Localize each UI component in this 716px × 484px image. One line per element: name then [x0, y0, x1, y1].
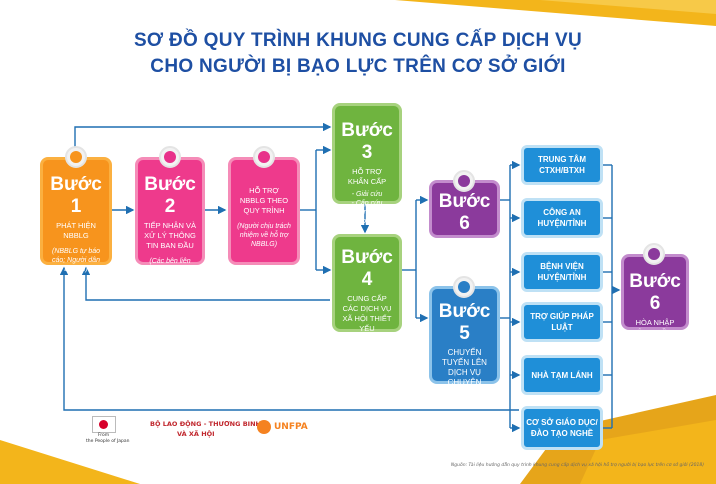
step-3-item-1: - Giải cứu [351, 191, 383, 198]
step-6-right-desc: HÒA NHẬP CỘNG ĐỒNG [631, 318, 679, 337]
title-line-1: SƠ ĐỒ QUY TRÌNH KHUNG CUNG CẤP DỊCH VỤ [133, 30, 583, 51]
step-2-note: (Các bên liên quan; Đường dây nóng) [149, 258, 191, 283]
support-knob-icon [253, 146, 275, 168]
support-box: HỖ TRỢ NBBLG THEO QUY TRÌNH (Người chịu … [228, 157, 300, 265]
step-6-left-label: Bước 6 [438, 191, 491, 234]
step-6-right-label: Bước 6 [629, 271, 681, 314]
step-5-label: Bước 5 [438, 301, 491, 344]
step-6-right-knob-icon [643, 243, 665, 265]
service-hospital: BỆNH VIỆN HUYỆN/TỈNH [521, 252, 603, 292]
step-5-box: Bước 5 CHUYỂN TUYẾN LÊN DỊCH VỤ CHUYÊN B… [429, 286, 500, 397]
unfpa-logo-icon [257, 420, 271, 434]
step-2-label: Bước 2 [144, 174, 196, 217]
step-1-desc: PHÁT HIỆN NBBLG [56, 221, 96, 240]
step-6-left-knob-icon [453, 170, 475, 192]
step-4-desc: CUNG CẤP CÁC DỊCH VỤ XÃ HỘI THIẾT YẾU [342, 294, 392, 333]
step-6-left-desc: HÒA NHẬP CỘNG ĐỒNG [440, 238, 489, 257]
source-note: Nguồn: Tài liệu hướng dẫn quy trình khun… [450, 463, 704, 468]
step-3-item-3: - Nơi trú ẩn an toàn [344, 209, 390, 225]
step-3-label: Bước 3 [341, 120, 393, 163]
step-4-label: Bước 4 [341, 247, 393, 290]
japan-flag-logo [92, 416, 116, 433]
support-note: (Người chịu trách nhiệm về hỗ trợ NBBLG) [237, 223, 291, 248]
step-1-box: Bước 1 PHÁT HIỆN NBBLG (NBBLG tự báo cáo… [40, 157, 112, 273]
step-1-label: Bước 1 [50, 174, 102, 217]
step-1-knob-icon [65, 146, 87, 168]
ministry-name-line-1: BỘ LAO ĐỘNG - THƯƠNG BINH [150, 420, 261, 428]
step-2-box: Bước 2 TIẾP NHẬN VÀ XỬ LÝ THÔNG TIN BAN … [135, 157, 205, 283]
title-line-2: CHO NGƯỜI BỊ BẠO LỰC TRÊN CƠ SỞ GIỚI [150, 56, 566, 77]
ministry-name-line-2: VÀ XÃ HỘI [177, 430, 215, 438]
service-education: CƠ SỞ GIÁO DỤC/ ĐÀO TẠO NGHỀ [521, 406, 603, 450]
service-shelter: NHÀ TẠM LÁNH [521, 355, 603, 395]
step-4-box: Bước 4 CUNG CẤP CÁC DỊCH VỤ XÃ HỘI THIẾT… [332, 234, 402, 363]
step-4-note: (Các đơn vị cung cấp dịch vụ) [345, 338, 389, 363]
step-5-knob-icon [453, 276, 475, 298]
service-legal-aid: TRỢ GIÚP PHÁP LUẬT [521, 302, 603, 342]
step-6-right-box: Bước 6 HÒA NHẬP CỘNG ĐỒNG [621, 254, 689, 337]
support-desc: HỖ TRỢ NBBLG THEO QUY TRÌNH [239, 186, 289, 215]
step-3-desc: HỖ TRỢ KHẨN CẤP [347, 167, 387, 186]
japan-caption-2: the People of Japan [86, 439, 130, 444]
step-3-box: Bước 3 HỖ TRỢ KHẨN CẤP - Giải cứu - Cấp … [332, 103, 402, 225]
step-2-knob-icon [159, 146, 181, 168]
step-3-item-2: - Cấp cứu [351, 200, 383, 207]
service-police: CÔNG AN HUYỆN/TỈNH [521, 198, 603, 238]
service-social-center: TRUNG TÂM CTXH/BTXH [521, 145, 603, 185]
step-5-desc: CHUYỂN TUYẾN LÊN DỊCH VỤ CHUYÊN BIỆT HƠN [442, 348, 487, 397]
unfpa-label: UNFPA [274, 422, 308, 432]
japan-caption-1: From [98, 433, 110, 438]
step-2-desc: TIẾP NHẬN VÀ XỬ LÝ THÔNG TIN BAN ĐẦU [144, 221, 196, 250]
step-1-note: (NBBLG tự báo cáo; Người dân báo tin) [51, 248, 100, 273]
